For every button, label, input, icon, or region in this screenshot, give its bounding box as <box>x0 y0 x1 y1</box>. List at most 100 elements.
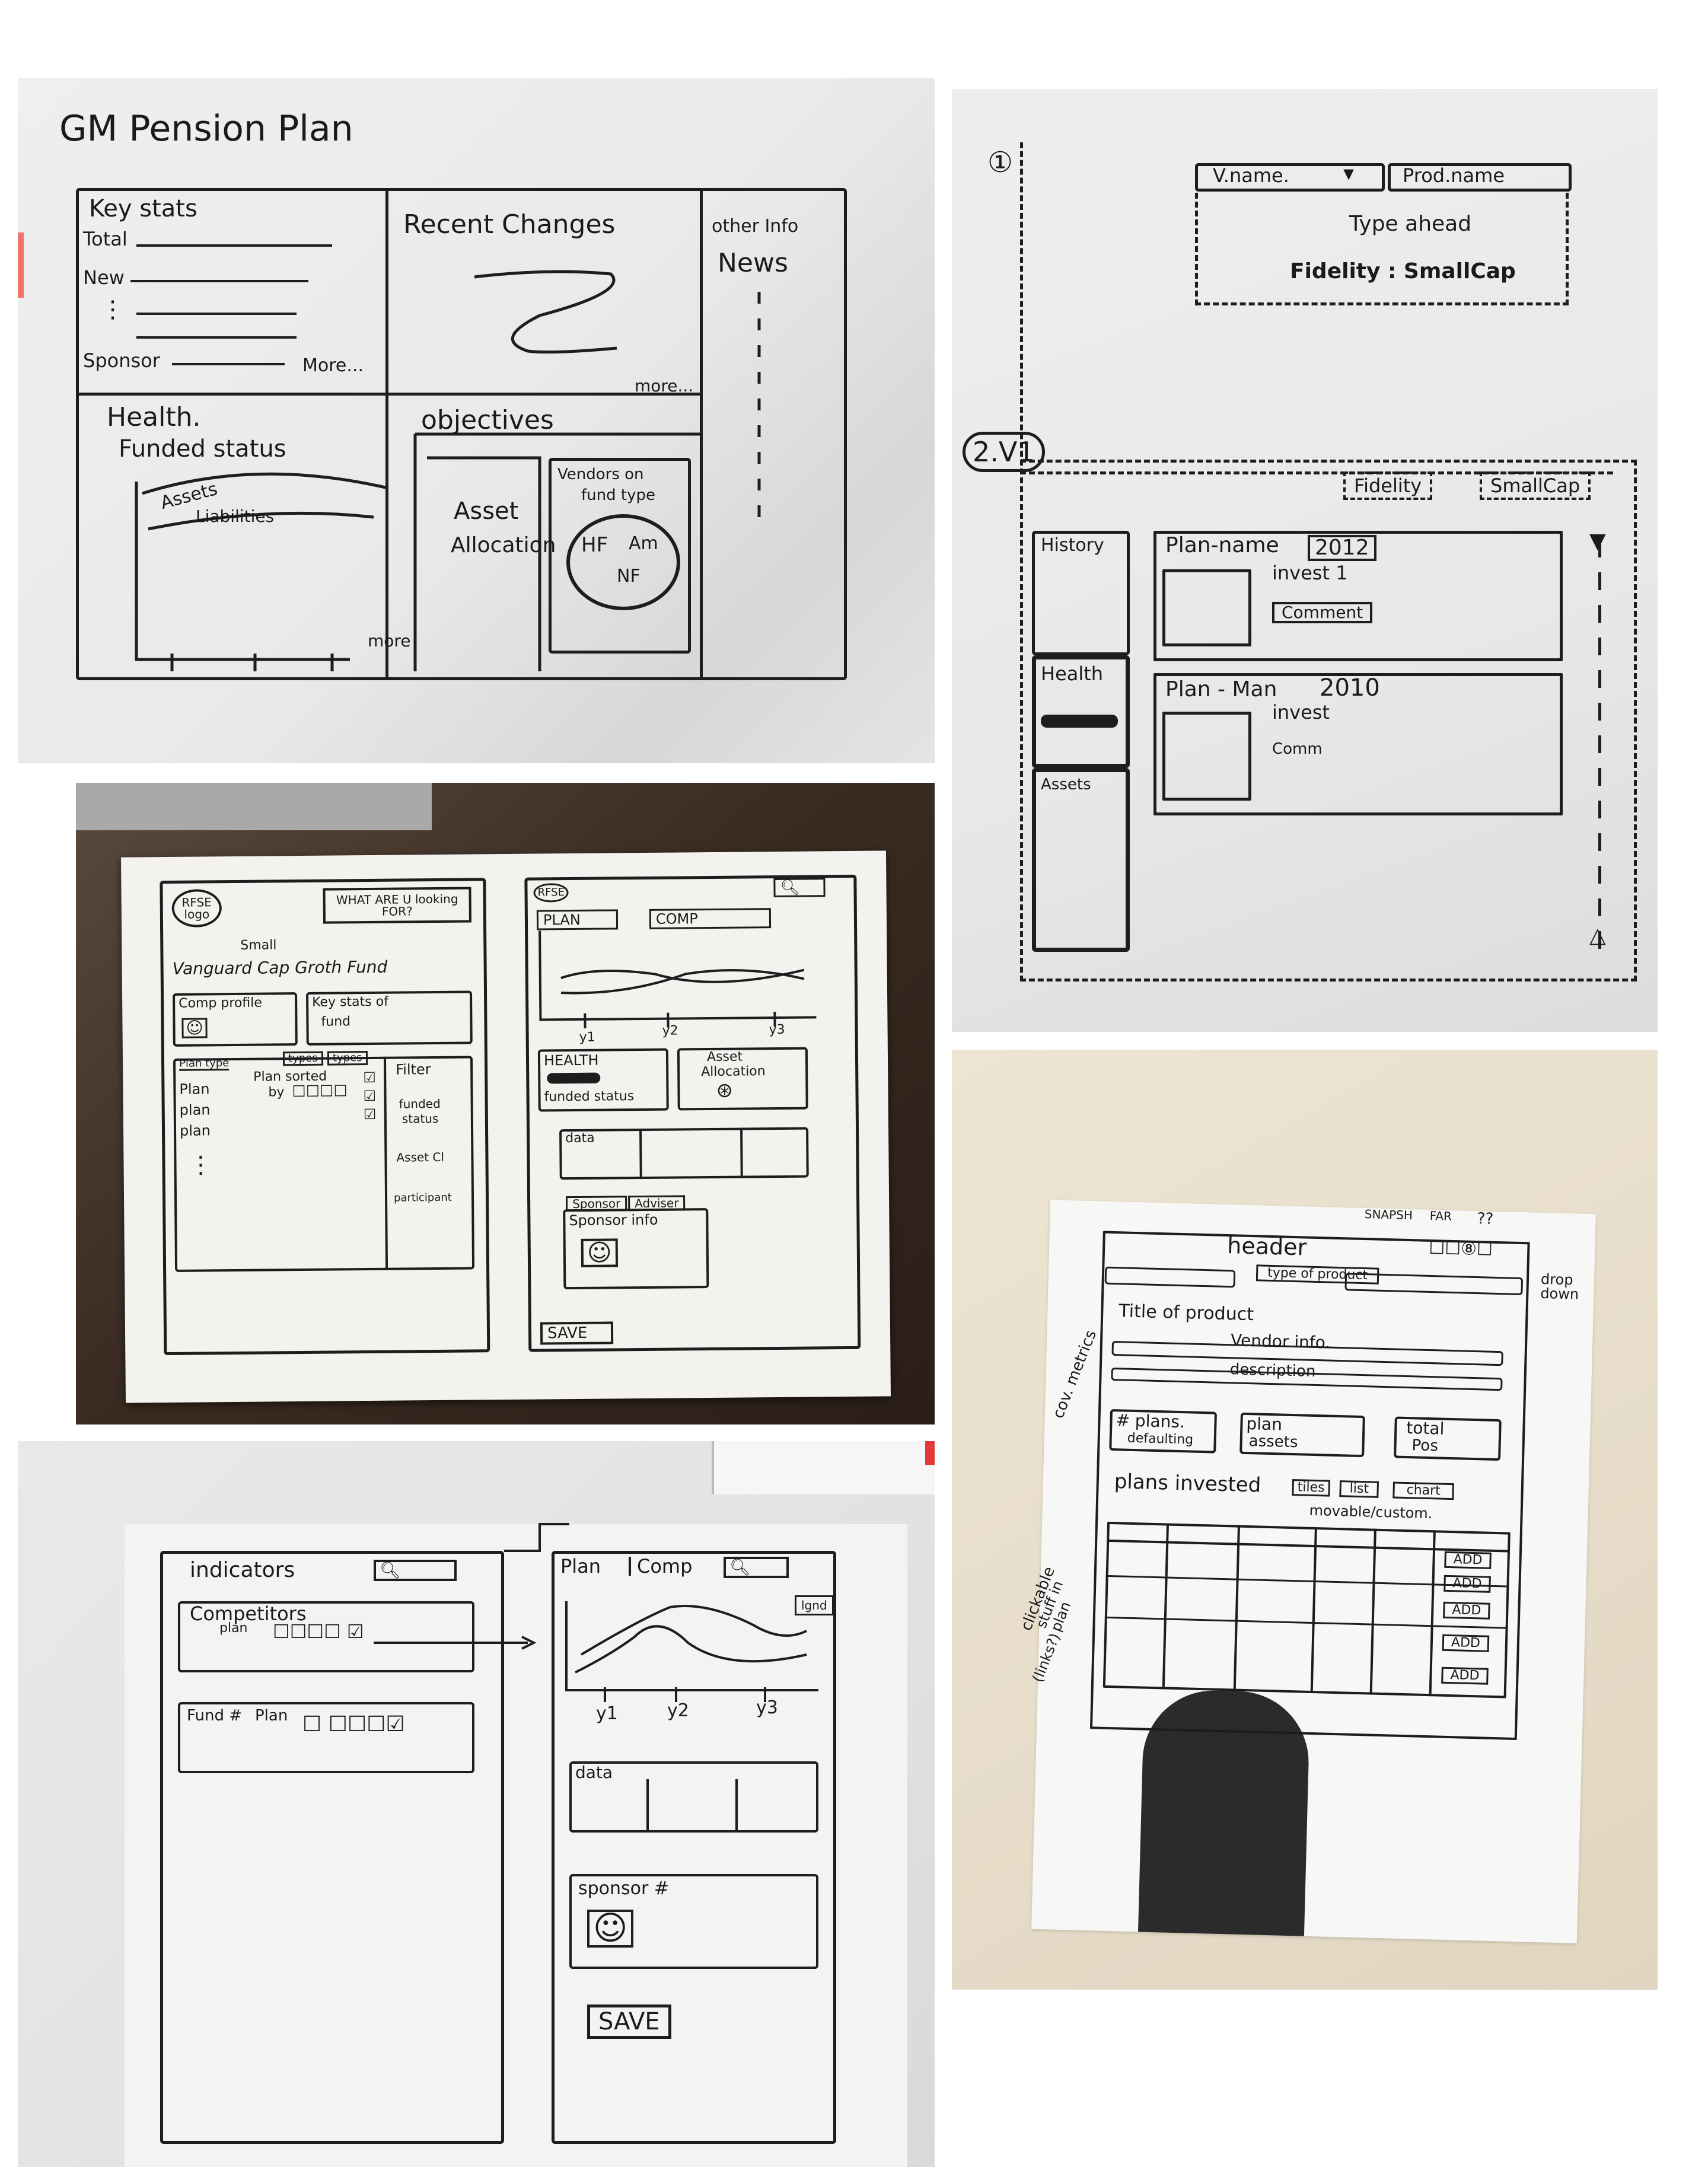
add-button[interactable]: ADD <box>1441 1666 1489 1685</box>
save-button[interactable]: SAVE <box>540 1321 614 1345</box>
history-label: History <box>1041 535 1104 556</box>
plan-assets-label-2: assets <box>1248 1432 1298 1452</box>
clickable-note-4: (links?) <box>1029 1630 1064 1685</box>
key-stats-label: Key stats <box>89 195 197 222</box>
plan-card-2010[interactable] <box>1153 673 1563 815</box>
vendor-name-label: V.name. <box>1213 164 1289 187</box>
avatar-icon: ☺ <box>587 1910 634 1948</box>
paper-sheet: RFSE logo WHAT ARE U looking FOR? Small … <box>121 850 891 1403</box>
chevron-down-icon[interactable]: ▾ <box>1343 161 1355 186</box>
view-chart-button[interactable]: chart <box>1392 1481 1455 1500</box>
total-label-2: Pos <box>1411 1436 1439 1455</box>
plan-name-label-2: Plan - Man <box>1165 677 1277 702</box>
more-link-2[interactable]: more... <box>635 376 694 396</box>
typeahead-suggestion[interactable]: Fidelity : SmallCap <box>1290 259 1516 283</box>
invest-label: invest 1 <box>1272 562 1348 584</box>
product-name-label: Prod.name <box>1403 164 1505 187</box>
arrow-connector <box>374 1523 569 1650</box>
sponsor-label: sponsor # <box>578 1878 670 1899</box>
pie-label-nf: NF <box>617 566 640 587</box>
data-table-box <box>569 1761 818 1833</box>
view-tiles-button[interactable]: tiles <box>1292 1479 1330 1497</box>
objectives-label: objectives <box>421 405 554 435</box>
sponsor-box <box>569 1874 818 1969</box>
table-icon <box>1162 569 1251 646</box>
tab-plan[interactable]: Plan <box>560 1555 601 1578</box>
avatar-icon-2: ☺ <box>581 1238 618 1267</box>
sketch-photo-fund-search: RFSE logo WHAT ARE U looking FOR? Small … <box>76 783 935 1425</box>
indicators-panel <box>160 1551 504 2144</box>
view-1-frame <box>1020 142 1613 474</box>
comment-field-2[interactable]: Comm <box>1272 740 1323 758</box>
view-2-frame <box>1020 460 1637 981</box>
search-icon-2[interactable]: 🔍︎ <box>724 1557 789 1578</box>
add-button[interactable]: ADD <box>1444 1551 1492 1569</box>
plan-card-2012[interactable] <box>1153 531 1563 661</box>
legend-box: lgnd <box>795 1595 834 1615</box>
health-label: Health <box>1041 662 1104 685</box>
vendors-box <box>549 458 691 654</box>
red-tab <box>925 1441 935 1465</box>
vendor-name-dropdown[interactable] <box>1195 163 1385 192</box>
more-link[interactable]: More... <box>302 355 364 376</box>
recent-changes-line <box>135 270 761 671</box>
far-label: FAR <box>1429 1208 1452 1223</box>
plan-year-2012: 2012 <box>1308 535 1376 561</box>
dashboard-frame <box>76 188 847 680</box>
x-tick-y1: y1 <box>596 1703 618 1724</box>
x-tick-y2: y2 <box>667 1700 689 1721</box>
plan-comp-chart <box>538 930 817 1028</box>
vendors-label: Vendors on <box>557 466 644 483</box>
sponsor-info-label: Sponsor info <box>569 1211 658 1229</box>
paper-sheet <box>125 1524 907 2167</box>
competitors-box <box>178 1601 474 1672</box>
assets-nav[interactable] <box>1032 768 1130 952</box>
asset-allocation-label: Asset <box>706 1049 743 1065</box>
pie-label-am: Am <box>629 533 658 554</box>
add-button[interactable]: ADD <box>1442 1634 1490 1652</box>
history-nav[interactable] <box>1032 531 1130 655</box>
plan-label-2: Plan <box>255 1707 288 1725</box>
save-button[interactable]: SAVE <box>587 2005 671 2039</box>
comment-field[interactable]: Comment <box>1272 602 1373 623</box>
add-button[interactable]: ADD <box>1443 1601 1490 1620</box>
table-icon-2 <box>1162 712 1251 801</box>
view-1-number: ① <box>987 146 1014 179</box>
typeahead-dropdown <box>1195 193 1569 305</box>
help-label: ?? <box>1477 1210 1494 1228</box>
tab-comp[interactable]: Comp <box>629 1557 692 1576</box>
x-tick-y2: y2 <box>662 1023 678 1038</box>
search-field[interactable] <box>1104 1266 1236 1288</box>
header-icon-buttons[interactable]: ☐☐⑧☐ <box>1428 1237 1493 1260</box>
pie-chart-icon <box>566 514 680 610</box>
scroll-down-icon[interactable]: ▼ <box>1589 529 1606 553</box>
invest-label-2: invest <box>1272 701 1330 724</box>
x-tick-y1: y1 <box>579 1030 595 1045</box>
news-label: News <box>718 248 788 278</box>
fund-box <box>178 1702 474 1773</box>
more-link-3[interactable]: more <box>368 631 411 651</box>
search-icon[interactable]: 🔍︎ <box>374 1560 457 1581</box>
liabilities-label: Liabilities <box>196 506 275 526</box>
scroll-up-icon[interactable]: △ <box>1589 923 1606 948</box>
competitor-checkbox-grid[interactable]: ☐☐☐☐ ☑ <box>273 1620 364 1643</box>
asset-allocation-label-2: Allocation <box>701 1064 766 1080</box>
scrollbar[interactable] <box>1598 540 1601 949</box>
red-tab <box>18 232 24 298</box>
vendors-label-2: fund type <box>581 486 655 504</box>
funded-status-label: funded status <box>544 1089 635 1105</box>
background-paper <box>712 1441 935 1494</box>
fidelity-chip[interactable]: Fidelity <box>1343 471 1433 500</box>
add-button[interactable]: ADD <box>1443 1575 1491 1593</box>
smallcap-chip[interactable]: SmallCap <box>1480 471 1591 500</box>
health-nav[interactable] <box>1032 655 1130 768</box>
product-name-field[interactable] <box>1388 163 1572 192</box>
pie-chart-icon: ⊛ <box>716 1078 734 1102</box>
plans-invested-label: plans invested <box>1114 1470 1261 1497</box>
data-label: data <box>575 1763 613 1782</box>
view-list-button[interactable]: list <box>1339 1480 1379 1498</box>
title-of-product: Title of product <box>1118 1301 1254 1325</box>
funded-status-label: Funded status <box>119 435 286 463</box>
competitors-label: Competitors <box>190 1602 307 1625</box>
fund-checkbox-grid[interactable]: ☐ ☐☐☐☑ <box>302 1712 405 1736</box>
